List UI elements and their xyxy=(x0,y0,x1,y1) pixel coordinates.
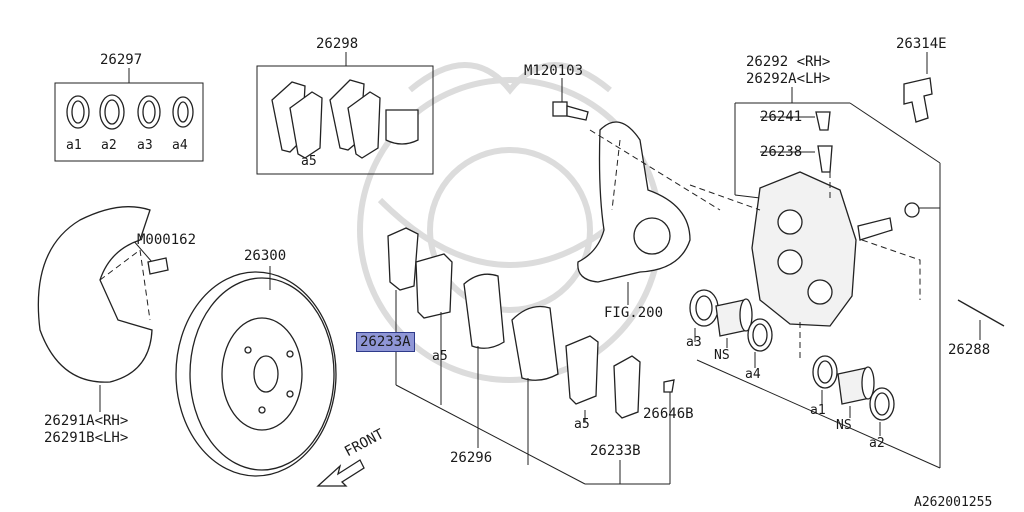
shim-right-2 xyxy=(347,91,381,159)
brake-pad-26296 xyxy=(463,273,505,349)
label-a5-top: a5 xyxy=(301,154,317,169)
label-a4-top: a4 xyxy=(172,138,188,153)
label-26238: 26238 xyxy=(760,144,803,160)
label-26291b-lh: 26291B<LH> xyxy=(44,430,129,446)
label-26298: 26298 xyxy=(316,36,359,52)
label-a5-low: a5 xyxy=(574,417,590,432)
caliper-bracket xyxy=(857,217,893,241)
brake-disc-rotor xyxy=(175,271,337,477)
screw-m000162 xyxy=(147,257,169,275)
seal-ring-a4 xyxy=(172,96,194,128)
label-a3-mid: a3 xyxy=(686,335,702,350)
label-a2-top: a2 xyxy=(101,138,117,153)
label-a4-mid: a4 xyxy=(745,367,761,382)
label-26646b: 26646B xyxy=(643,406,694,422)
label-a1-top: a1 xyxy=(66,138,82,153)
label-26292-rh: 26292 <RH> xyxy=(746,54,831,70)
label-26292a-lh: 26292A<LH> xyxy=(746,71,831,87)
label-26300: 26300 xyxy=(244,248,287,264)
label-26288: 26288 xyxy=(948,342,991,358)
seal-ring-a2 xyxy=(99,94,125,130)
pad-kit-box xyxy=(256,65,434,175)
pad-shim-outer xyxy=(387,227,419,291)
label-a5-mid: a5 xyxy=(432,349,448,364)
pad-shim-inner xyxy=(415,253,453,319)
bolt-m120103 xyxy=(552,101,589,121)
label-26241: 26241 xyxy=(760,109,803,125)
label-26291a-rh: 26291A<RH> xyxy=(44,413,129,429)
label-26297: 26297 xyxy=(100,52,143,68)
shim-left-2 xyxy=(289,91,323,159)
label-a2-bot: a2 xyxy=(869,436,885,451)
label-26233a-highlighted[interactable]: 26233A xyxy=(356,332,415,352)
label-26296: 26296 xyxy=(450,450,493,466)
label-ns-left: NS xyxy=(714,348,730,363)
label-m000162: M000162 xyxy=(137,232,197,248)
label-m120103: M120103 xyxy=(524,63,584,79)
label-26233b: 26233B xyxy=(590,443,641,459)
front-arrow-icon xyxy=(316,459,365,487)
pad-shim-lower-2 xyxy=(613,355,641,419)
piston-seal-group-left xyxy=(689,289,773,352)
brake-dust-shield xyxy=(37,206,153,383)
label-26314e: 26314E xyxy=(896,36,947,52)
pad-clip-26646b xyxy=(663,379,675,393)
label-a1-bot: a1 xyxy=(810,403,826,418)
label-ns-right: NS xyxy=(836,418,852,433)
label-a3-top: a3 xyxy=(137,138,153,153)
bleeder-26238 xyxy=(817,145,833,173)
brake-caliper xyxy=(751,171,857,327)
seal-ring-a3 xyxy=(137,95,161,129)
grease-pack xyxy=(385,109,419,145)
diagram-code: A262001255 xyxy=(914,495,993,510)
pad-shim-lower-1 xyxy=(565,335,599,405)
bleeder-26241 xyxy=(815,111,831,131)
guide-pin xyxy=(957,299,1005,327)
caliper-bolt xyxy=(904,202,920,218)
seal-ring-a1 xyxy=(66,95,90,129)
anti-rattle-clip xyxy=(903,77,933,123)
steering-knuckle xyxy=(577,121,691,283)
label-fig200[interactable]: FIG.200 xyxy=(604,305,664,321)
piston-seal-group-right xyxy=(812,355,895,421)
brake-pad-26233 xyxy=(511,305,559,381)
